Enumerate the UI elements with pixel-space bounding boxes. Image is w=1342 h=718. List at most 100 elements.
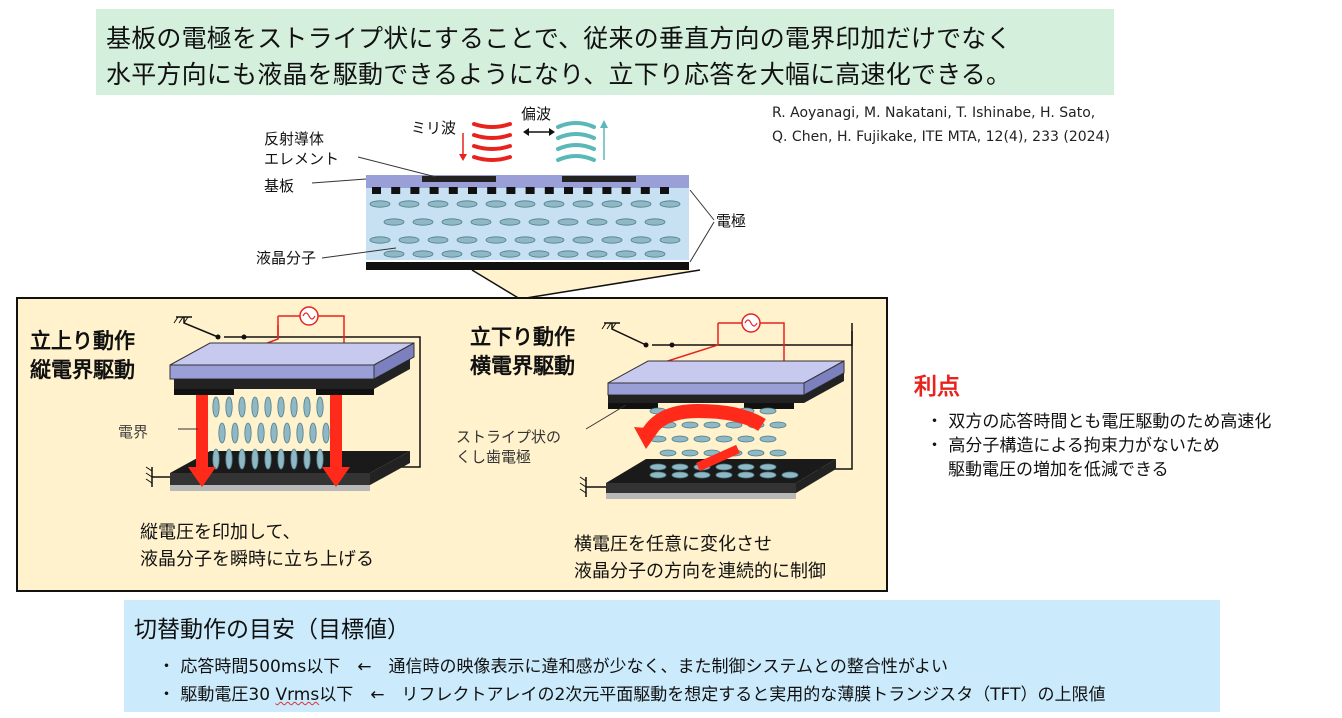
- lc-molecule: [759, 463, 777, 471]
- citation-line-2: Q. Chen, H. Fujikake, ITE MTA, 12(4), 23…: [772, 129, 1110, 145]
- lc-molecule: [427, 200, 449, 208]
- lc-molecule: [499, 250, 521, 258]
- lc-molecule: [456, 236, 478, 244]
- rise-description: 縦電圧を印加して、 液晶分子を瞬時に立ち上げる: [140, 522, 374, 570]
- lc-molecule: [759, 435, 777, 443]
- lc-molecule: [649, 471, 667, 479]
- lc-molecule: [412, 250, 434, 258]
- lc-molecule: [572, 236, 594, 244]
- lc-molecule: [277, 448, 285, 470]
- lc-molecule: [681, 421, 699, 429]
- substrate-label: 基板: [264, 177, 295, 195]
- lc-molecule: [514, 200, 536, 208]
- lc-molecule: [747, 449, 765, 457]
- lc-molecule: [586, 218, 608, 226]
- lc-molecule: [441, 218, 463, 226]
- panel-graphics: [145, 306, 853, 499]
- lc-molecule: [290, 396, 298, 418]
- lc-molecule: [572, 200, 594, 208]
- field-label: 電界: [118, 423, 149, 441]
- lc-molecules: [369, 200, 681, 258]
- rise-device: [145, 306, 421, 491]
- lc-molecule: [671, 435, 689, 443]
- lc-molecule: [264, 448, 272, 470]
- lc-molecule: [586, 250, 608, 258]
- rise-lc-molecules: [212, 396, 330, 470]
- stripe-electrode: [564, 187, 573, 194]
- polarization-label: 偏波: [521, 105, 552, 123]
- lc-molecule: [290, 448, 298, 470]
- lc-molecule: [212, 448, 220, 470]
- lc-molecule: [485, 200, 507, 208]
- lc-molecule: [412, 218, 434, 226]
- citation: R. Aoyanagi, M. Nakatani, T. Ishinabe, H…: [772, 101, 1110, 149]
- lc-molecule: [615, 250, 637, 258]
- lc-molecule: [693, 435, 711, 443]
- stripe-electrode-label: ストライプ状の くし歯電極: [456, 428, 562, 466]
- millimeter-wave-icon: [472, 122, 512, 162]
- lc-molecule: [715, 435, 733, 443]
- lc-molecule: [398, 236, 420, 244]
- lc-molecule: [470, 250, 492, 258]
- stripe-electrode: [487, 187, 497, 194]
- lc-molecule: [383, 250, 405, 258]
- stripe-electrodes: [372, 187, 669, 194]
- lc-molecule: [303, 396, 311, 418]
- summary-banner: 基板の電極をストライプ状にすることで、従来の垂直方向の電界印加だけでなく 水平方…: [96, 9, 1114, 95]
- lc-molecule: [212, 396, 220, 418]
- lc-molecule: [737, 471, 755, 479]
- summary-line-1: 基板の電極をストライプ状にすることで、従来の垂直方向の電界印加だけでなく: [106, 24, 1012, 53]
- lc-molecule: [671, 471, 689, 479]
- lc-molecule: [369, 200, 391, 208]
- lc-molecule: [781, 471, 799, 479]
- lc-molecule: [456, 200, 478, 208]
- stripe-electrode: [410, 187, 420, 194]
- lc-molecule: [715, 463, 733, 471]
- cell-cross-section: [311, 156, 715, 270]
- lc-molecule: [322, 422, 330, 444]
- lc-molecule: [277, 396, 285, 418]
- lc-molecule: [630, 236, 652, 244]
- target-title: 切替動作の目安（目標値）: [134, 617, 410, 643]
- fall-description: 横電圧を任意に変化させ 液晶分子の方向を連続的に制御: [574, 534, 826, 582]
- stripe-electrode: [468, 187, 477, 194]
- lc-molecule: [218, 422, 226, 444]
- target-line-1: ・ 応答時間500ms以下 ← 通信時の映像表示に違和感が少なく、また制御システ…: [158, 657, 948, 677]
- summary-line-2: 水平方向にも液晶を駆動できるようになり、立下り応答を大幅に高速化できる。: [106, 60, 1012, 89]
- lc-molecule: [251, 448, 259, 470]
- lc-molecule: [659, 200, 681, 208]
- lc-molecule: [615, 218, 637, 226]
- fall-device: [579, 313, 853, 499]
- stripe-electrode: [602, 187, 612, 194]
- citation-line-1: R. Aoyanagi, M. Nakatani, T. Ishinabe, H…: [772, 105, 1096, 121]
- lc-molecule: [528, 218, 550, 226]
- advantage-item: ・ 双方の応答時間とも電圧駆動のため高速化: [926, 412, 1272, 432]
- vrms-unit: Vrms: [275, 685, 320, 705]
- lc-molecule: [470, 218, 492, 226]
- bottom-electrode: [366, 262, 689, 270]
- stripe-electrode: [372, 187, 381, 194]
- top-substrate: [366, 175, 689, 188]
- down-arrow-icon: [459, 154, 467, 161]
- stripe-electrode: [525, 187, 535, 194]
- lc-molecule: [671, 463, 689, 471]
- lc-molecule: [557, 250, 579, 258]
- callout-wedge: [471, 269, 701, 300]
- lc-molecule: [528, 250, 550, 258]
- lc-molecule: [725, 421, 743, 429]
- lc-molecule: [681, 449, 699, 457]
- lc-molecule: [659, 236, 681, 244]
- mm-wave-label: ミリ波: [411, 119, 457, 137]
- lc-molecule: [441, 250, 463, 258]
- fall-title: 立下り動作 横電界駆動: [470, 325, 575, 378]
- lc-molecule: [557, 218, 579, 226]
- advantage-item: 駆動電圧の増加を低減できる: [948, 460, 1169, 480]
- advantage-item: ・ 高分子構造による拘束力がないため: [926, 436, 1220, 456]
- lc-molecule: [499, 218, 521, 226]
- lc-molecule: [759, 407, 777, 415]
- stripe-electrode: [391, 187, 401, 194]
- lc-molecule-label: 液晶分子: [256, 249, 317, 267]
- lc-molecule: [231, 422, 239, 444]
- up-arrow-icon: [600, 120, 608, 128]
